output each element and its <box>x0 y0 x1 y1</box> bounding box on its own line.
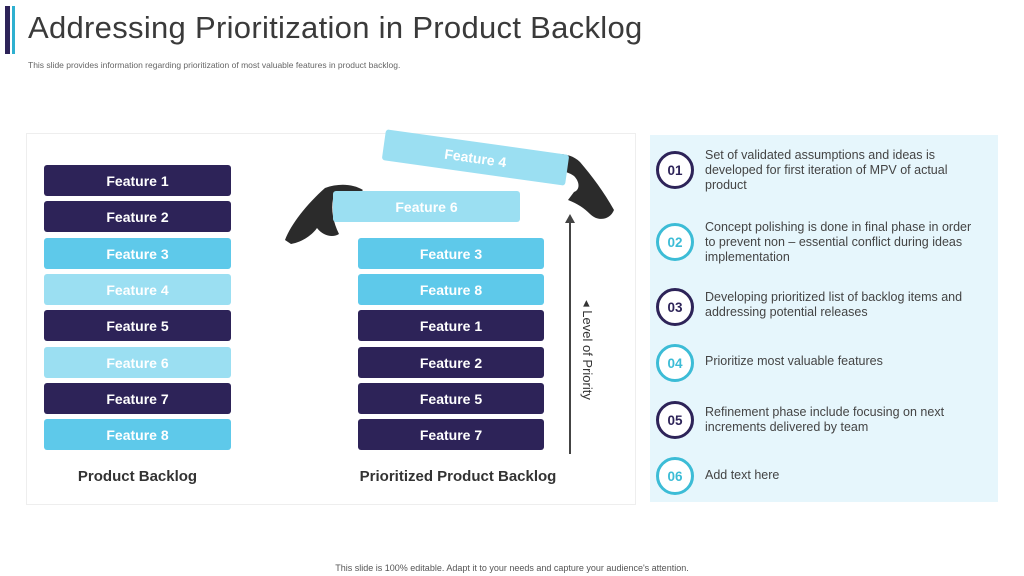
prioritized-backlog-item: Feature 5 <box>358 383 544 414</box>
prioritized-backlog-item: Feature 1 <box>358 310 544 341</box>
steps-panel: 01 Set of validated assumptions and idea… <box>650 135 998 502</box>
step-number-badge: 04 <box>656 344 694 382</box>
backlog-diagram-panel: Feature 1 Feature 2 Feature 3 Feature 4 … <box>26 129 636 505</box>
prioritized-backlog-item: Feature 3 <box>358 238 544 269</box>
product-backlog-item: Feature 1 <box>44 165 231 196</box>
left-hand-icon <box>285 184 363 244</box>
product-backlog-item: Feature 5 <box>44 310 231 341</box>
step-text: Add text here <box>705 468 780 482</box>
priority-arrow-line <box>569 222 571 454</box>
step-text: Set of validated assumptions and ideas i… <box>705 148 948 192</box>
page-subtitle: This slide provides information regardin… <box>28 60 401 70</box>
step-number-badge: 03 <box>656 288 694 326</box>
step-number-badge: 06 <box>656 457 694 495</box>
step-text: Prioritize most valuable features <box>705 354 883 368</box>
product-backlog-item: Feature 4 <box>44 274 231 305</box>
step-number-badge: 01 <box>656 151 694 189</box>
product-backlog-label: Product Backlog <box>77 468 198 485</box>
product-backlog-item: Feature 7 <box>44 383 231 414</box>
step-number-badge: 02 <box>656 223 694 261</box>
priority-axis-label: ◂ Level of Priority <box>580 300 595 400</box>
step-number-badge: 05 <box>656 401 694 439</box>
step-text: Refinement phase include focusing on nex… <box>705 405 945 434</box>
product-backlog-item: Feature 8 <box>44 419 231 450</box>
lifted-feature-item: Feature 4 <box>381 129 570 186</box>
title-accent-bar <box>5 6 10 54</box>
lifted-feature-item: Feature 6 <box>333 191 520 222</box>
prioritized-backlog-item: Feature 2 <box>358 347 544 378</box>
title-accent-bar-secondary <box>12 6 15 54</box>
prioritized-backlog-label: Prioritized Product Backlog <box>359 468 557 485</box>
prioritized-backlog-item: Feature 7 <box>358 419 544 450</box>
product-backlog-item: Feature 2 <box>44 201 231 232</box>
page-title: Addressing Prioritization in Product Bac… <box>28 10 643 45</box>
step-text: Concept polishing is done in final phase… <box>705 220 972 264</box>
footer-note: This slide is 100% editable. Adapt it to… <box>335 563 689 573</box>
priority-arrow-head <box>565 214 575 223</box>
priority-axis-text: Level of Priority <box>580 310 595 400</box>
product-backlog-item: Feature 6 <box>44 347 231 378</box>
prioritized-backlog-item: Feature 8 <box>358 274 544 305</box>
product-backlog-item: Feature 3 <box>44 238 231 269</box>
step-text: Developing prioritized list of backlog i… <box>705 290 963 319</box>
